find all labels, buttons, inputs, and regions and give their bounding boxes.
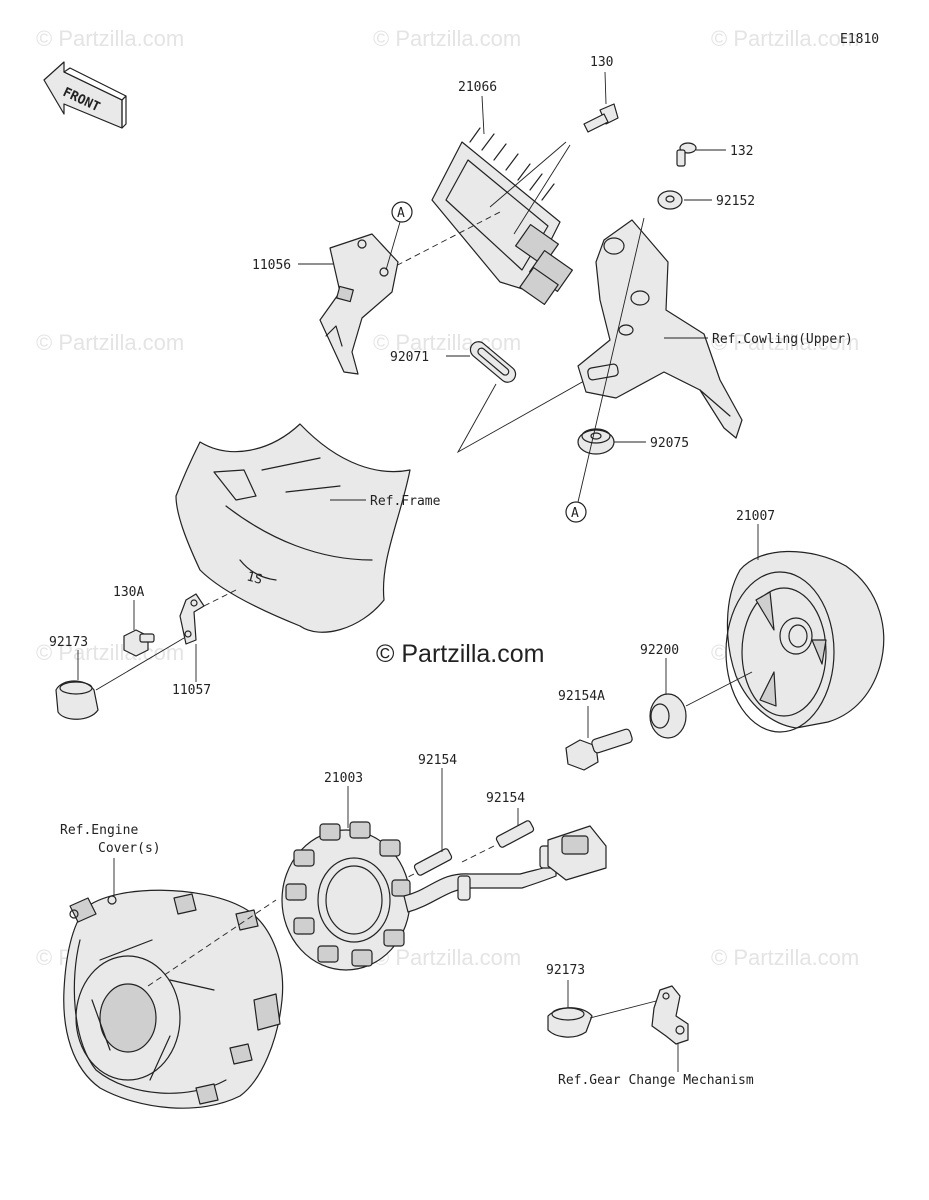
- part-11056-label: 11056: [252, 258, 291, 273]
- part-130a-label: 130A: [113, 585, 144, 600]
- ref-engine-label-line2: Cover(s): [98, 841, 161, 856]
- watermark: © Partzilla.com: [711, 945, 859, 970]
- ref-cowling-label: Ref.Cowling(Upper): [712, 332, 853, 347]
- gear-change-bracket: [651, 985, 689, 1045]
- bolt-132: [676, 142, 697, 167]
- part-92173-top-label: 92173: [49, 635, 88, 650]
- callout-a-top: A: [385, 201, 413, 271]
- ref-gear-label: Ref.Gear Change Mechanism: [558, 1073, 754, 1088]
- watermark: © Partzilla.com: [36, 330, 184, 355]
- clamp-92173-bottom: [547, 999, 661, 1038]
- diagram-code: E1810: [840, 32, 879, 47]
- washer-92152: [657, 190, 683, 210]
- bracket-11057: [179, 589, 237, 645]
- part-92071-label: 92071: [390, 350, 429, 365]
- bolt-92154a: [565, 728, 633, 771]
- part-92075-label: 92075: [650, 436, 689, 451]
- engine-cover: [63, 889, 284, 1109]
- callout-a-letter: A: [571, 506, 579, 521]
- stator-21003: [281, 821, 607, 971]
- part-92154a-label: 92154A: [558, 689, 605, 704]
- watermark: © Partzilla.com: [711, 26, 859, 51]
- part-21007-label: 21007: [736, 509, 775, 524]
- watermark: © Partzilla.com: [373, 945, 521, 970]
- bolt-130: [583, 103, 619, 133]
- part-130-label: 130: [590, 55, 613, 70]
- part-92154-a-label: 92154: [418, 753, 457, 768]
- part-132-label: 132: [730, 144, 753, 159]
- regulator-rectifier-21066: [387, 127, 573, 306]
- frame-section: 1S: [175, 423, 411, 633]
- front-arrow-icon: FRONT: [43, 61, 127, 129]
- part-11057-label: 11057: [172, 683, 211, 698]
- part-21003-label: 21003: [324, 771, 363, 786]
- watermark: © Partzilla.com: [711, 330, 859, 355]
- center-watermark: © Partzilla.com: [376, 640, 544, 668]
- bolt-92154-a: [381, 848, 453, 891]
- frame-marking: 1S: [245, 569, 264, 588]
- watermark: © Partzilla.com: [373, 330, 521, 355]
- callout-a-letter: A: [397, 206, 405, 221]
- spacer-92200: [649, 671, 753, 739]
- grommet-92075: [577, 428, 615, 455]
- bracket-11056: [319, 233, 399, 375]
- watermark: © Partzilla.com: [373, 26, 521, 51]
- bolt-130a: [123, 629, 155, 657]
- part-92154-b-label: 92154: [486, 791, 525, 806]
- clamp-92173-top: [55, 637, 185, 720]
- cowling-bracket: [577, 219, 743, 439]
- part-92200-label: 92200: [640, 643, 679, 658]
- callout-a-bottom: A: [565, 217, 645, 523]
- grommet-92071: [469, 341, 517, 383]
- part-92173-bottom-label: 92173: [546, 963, 585, 978]
- part-92152-label: 92152: [716, 194, 755, 209]
- watermark: © Partzilla.com: [36, 26, 184, 51]
- ref-frame-label: Ref.Frame: [370, 494, 441, 509]
- part-21066-label: 21066: [458, 80, 497, 95]
- ref-engine-label-line1: Ref.Engine: [60, 823, 138, 838]
- bolt-92154-b: [461, 820, 535, 863]
- watermarks: © Partzilla.com © Partzilla.com © Partzi…: [36, 26, 859, 970]
- rotor-21007: [725, 550, 885, 733]
